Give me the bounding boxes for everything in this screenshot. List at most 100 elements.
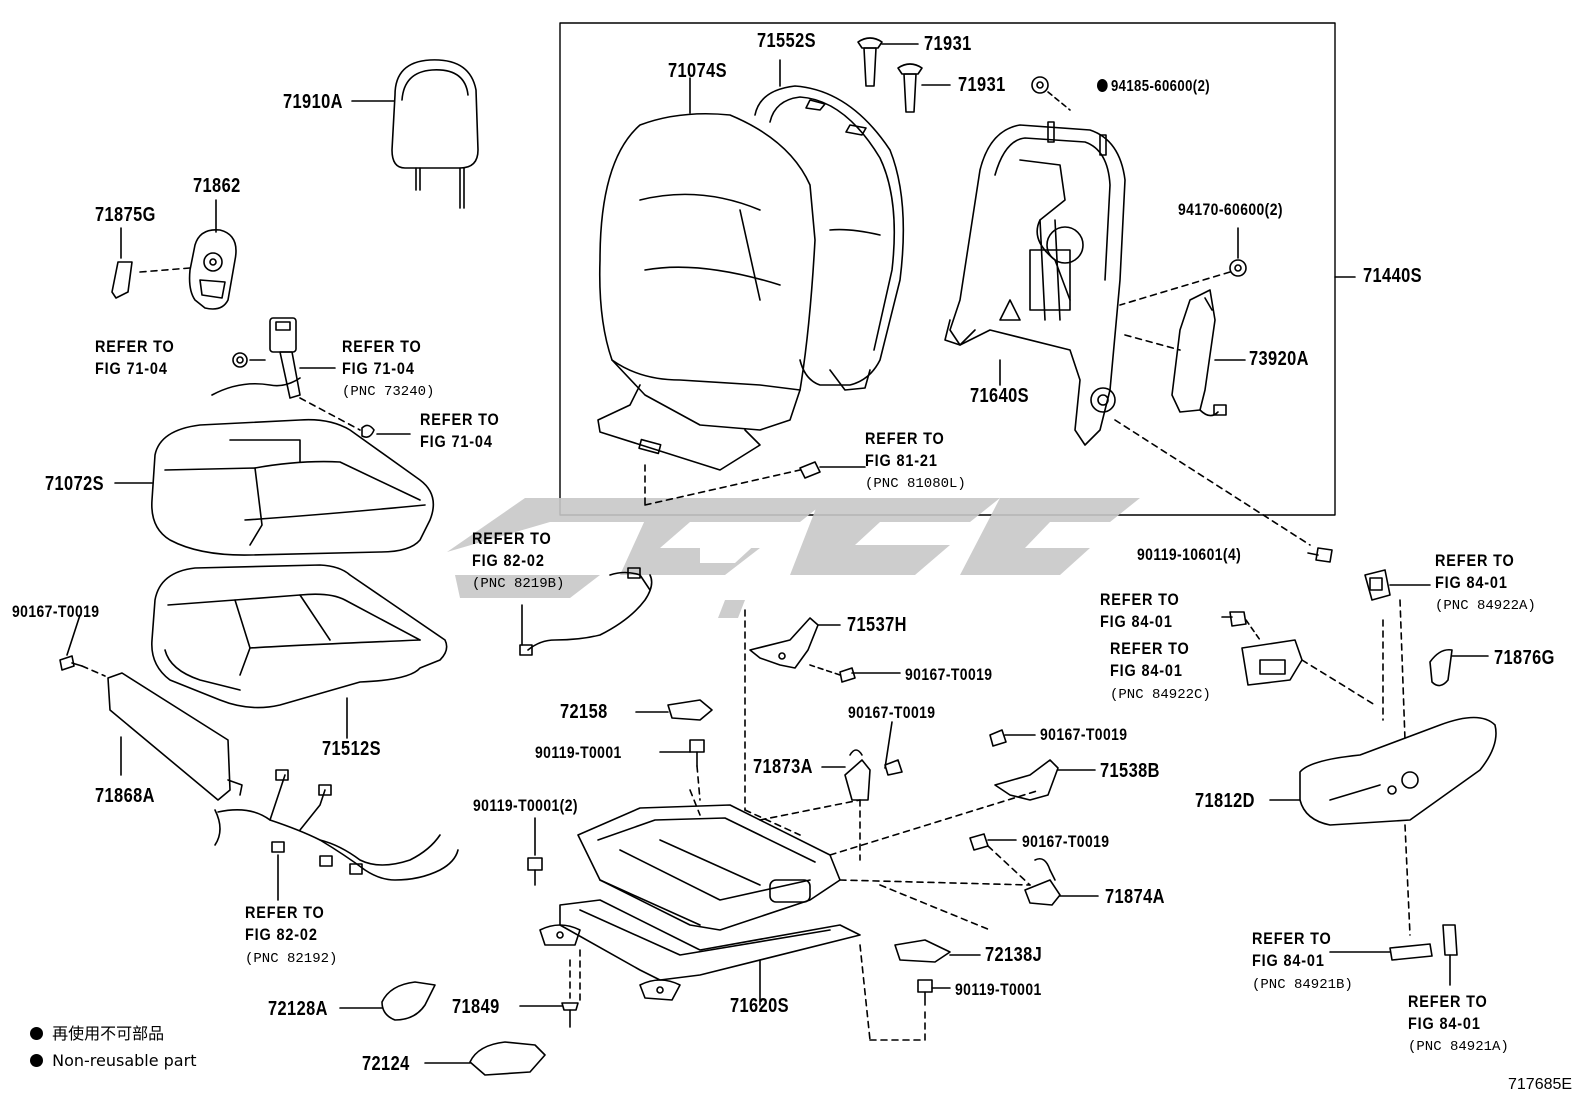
part-90167-T0019[interactable]: 90167-T0019 [905,665,993,684]
refer-pnc: (PNC 73240) [342,384,435,400]
front-trim-icon [108,673,242,800]
refer-fig-82-02[interactable]: REFER TO FIG 82-02 [245,902,325,946]
part-90167-T0019[interactable]: 90167-T0019 [12,602,100,621]
power-seat-switch-icon [1222,612,1375,705]
headrest-guide-icon [898,64,950,112]
part-71512S[interactable]: 71512S [322,738,382,760]
refer-pnc: (PNC 84922A) [1435,598,1536,614]
refer-fig: FIG 81-21 [865,451,938,470]
side-airbag-icon [1125,290,1245,416]
screw-icon [60,615,105,676]
part-71072S[interactable]: 71072S [45,473,105,495]
legend-text: Non-reusable part [52,1051,197,1070]
part-71876G[interactable]: 71876G [1494,647,1555,669]
refer-fig-81-21[interactable]: REFER TO FIG 81-21 [865,428,945,472]
seatbelt-buckle-icon [212,318,410,437]
refer-fig: FIG 82-02 [245,925,318,944]
legend-jp: 再使用不可部品 [30,1024,164,1044]
bracket-icon [990,730,1095,800]
refer-fig-84-01[interactable]: REFER TO FIG 84-01 [1252,928,1332,972]
seat-cushion-pad-icon [152,565,447,738]
refer-line: REFER TO [865,429,945,448]
watermark-logo [447,498,1140,618]
non-reusable-dot-icon [30,1027,43,1040]
side-shield-icon [1270,718,1496,936]
bolt-icon [1115,420,1332,562]
part-71812D[interactable]: 71812D [1195,790,1255,812]
part-90167-T0019[interactable]: 90167-T0019 [848,703,936,722]
refer-pnc: (PNC 8219B) [472,576,565,592]
part-number: 94185-60600(2) [1110,78,1211,95]
wire-harness-icon [215,770,458,900]
headrest-icon [352,60,478,208]
part-90119-T0001[interactable]: 90119-T0001 [535,743,622,762]
part-90167-T0019[interactable]: 90167-T0019 [1040,725,1128,744]
part-72158[interactable]: 72158 [560,701,608,723]
part-71910A[interactable]: 71910A [283,91,343,113]
part-71537H[interactable]: 71537H [847,614,907,636]
cover-icon [636,700,712,720]
airbag-harness-icon [520,568,652,655]
seatback-cover-icon [598,78,815,505]
refer-line: REFER TO [1435,551,1515,570]
refer-line: REFER TO [1252,929,1332,948]
refer-fig-71-04[interactable]: REFER TO FIG 71-04 [95,336,175,380]
refer-line: REFER TO [420,410,500,429]
refer-line: REFER TO [245,903,325,922]
diagram-code: 717685E [1508,1076,1573,1093]
part-71074S[interactable]: 71074S [668,60,728,82]
part-72128A[interactable]: 72128A [268,998,328,1020]
refer-line: REFER TO [1110,639,1190,658]
part-90119-10601[interactable]: 90119-10601(4) [1137,545,1242,564]
part-71873A[interactable]: 71873A [753,756,813,778]
bracket-icon [750,618,900,682]
seatback-pad-icon [755,60,903,390]
part-71931[interactable]: 71931 [924,33,972,55]
switch-knob-icon [1365,570,1430,740]
cover-icon [425,1042,545,1075]
refer-pnc: (PNC 82192) [245,951,338,967]
part-71862[interactable]: 71862 [193,175,241,197]
refer-pnc: (PNC 81080L) [865,476,966,492]
refer-line: REFER TO [95,337,175,356]
part-94185-60600[interactable]: 94185-60600(2) [1097,76,1210,98]
refer-fig: FIG 84-01 [1252,951,1325,970]
nut-icon [1120,228,1246,305]
part-90119-T0001[interactable]: 90119-T0001 [955,980,1042,999]
part-71620S[interactable]: 71620S [730,995,790,1017]
part-71640S[interactable]: 71640S [970,385,1030,407]
refer-fig: FIG 84-01 [1100,612,1173,631]
connector-icon [800,462,865,478]
cover-icon [340,982,435,1020]
headrest-guide-icon [858,38,918,86]
part-71874A[interactable]: 71874A [1105,886,1165,908]
cover-icon [895,940,980,962]
part-71552S[interactable]: 71552S [757,30,817,52]
part-71875G[interactable]: 71875G [95,204,156,226]
part-90119-T0001-2[interactable]: 90119-T0001(2) [473,796,578,815]
part-72138J[interactable]: 72138J [985,944,1043,966]
nut-icon [1032,77,1070,110]
seat-cushion-cover-icon [115,420,433,555]
bolt-icon [918,980,950,1005]
clip-icon [1430,650,1488,686]
part-71849[interactable]: 71849 [452,996,500,1018]
part-71868A[interactable]: 71868A [95,785,155,807]
part-72124[interactable]: 72124 [362,1053,410,1075]
part-73920A[interactable]: 73920A [1249,348,1309,370]
refer-fig: FIG 71-04 [95,359,168,378]
part-94170-60600[interactable]: 94170-60600(2) [1178,200,1283,219]
part-90167-T0019[interactable]: 90167-T0019 [1022,832,1110,851]
part-71440S[interactable]: 71440S [1363,265,1423,287]
side-cover-icon [140,200,236,309]
part-71931[interactable]: 71931 [958,74,1006,96]
part-71538B[interactable]: 71538B [1100,760,1160,782]
